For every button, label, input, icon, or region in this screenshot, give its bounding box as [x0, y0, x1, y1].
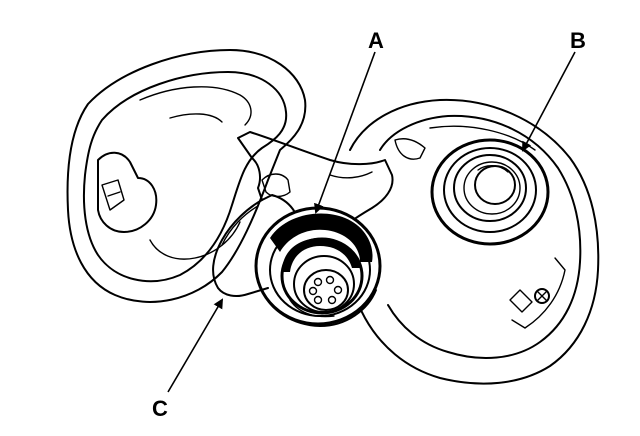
- cap-vent-holes: [308, 275, 343, 305]
- leader-b: [522, 51, 576, 152]
- fuel-filler-door: [66, 49, 307, 303]
- callout-label-a: A: [368, 28, 384, 53]
- filler-neck: [430, 138, 550, 246]
- leader-c: [167, 298, 224, 393]
- screw-icon: [534, 288, 550, 304]
- fuel-cap: [254, 206, 382, 327]
- callout-leaders: [167, 51, 576, 393]
- callout-label-b: B: [570, 28, 586, 53]
- cap-tether: [149, 199, 269, 297]
- leader-a: [314, 51, 376, 214]
- callout-label-c: C: [152, 396, 168, 421]
- door-hinge-arm: [237, 131, 394, 241]
